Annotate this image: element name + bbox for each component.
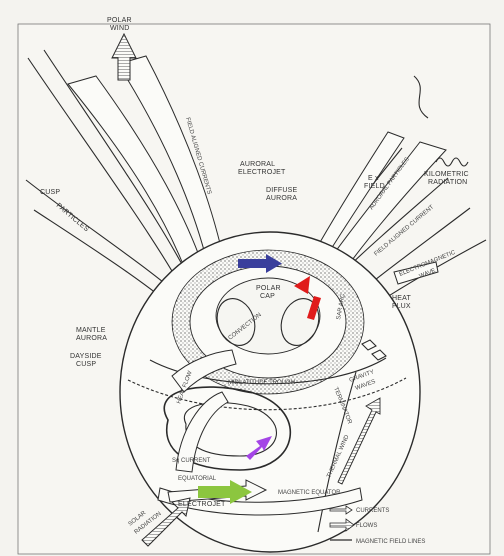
label-dayside-cusp-1: DAYSIDE [70, 353, 102, 360]
legend-magnetic-field-lines-label: MAGNETIC FIELD LINES [356, 539, 425, 545]
earth-globe [120, 232, 420, 552]
label-mantle-aurora-1: MANTLE [76, 327, 106, 334]
label-auroral-electrojet-2: ELECTROJET [238, 169, 286, 176]
label-polar-wind-2: WIND [110, 25, 129, 32]
label-polar-cap-2: CAP [260, 293, 275, 300]
label-equatorial: EQUATORIAL [178, 476, 217, 482]
label-midlatitude-trough: MIDLATITUDE TROUGH [228, 380, 295, 386]
label-cusp-particles-1: CUSP [40, 189, 60, 196]
label-kilometric-2: RADIATION [428, 179, 467, 186]
label-electrojet: ELECTROJET [178, 501, 226, 508]
label-polar-cap-1: POLAR [256, 285, 281, 292]
label-heat-flux-2: FLUX [392, 303, 411, 310]
label-ex-field-1: E x [368, 175, 379, 182]
label-mantle-aurora-2: AURORA [76, 335, 107, 342]
label-magnetic-equator: MAGNETIC EQUATOR [278, 490, 341, 496]
label-heat-flux-1: HEAT [392, 295, 411, 302]
label-polar-wind-1: POLAR [107, 17, 132, 24]
label-sq-current: Sq CURRENT [172, 458, 211, 464]
label-diffuse-aurora-1: DIFFUSE [266, 187, 297, 194]
label-kilometric-1: KILOMETRIC [424, 171, 469, 178]
legend-currents-label: CURRENTS [356, 508, 389, 514]
label-auroral-electrojet-1: AURORAL [240, 161, 275, 168]
label-dayside-cusp-2: CUSP [76, 361, 96, 368]
label-diffuse-aurora-2: AURORA [266, 195, 297, 202]
legend-flows-label: FLOWS [356, 523, 377, 529]
